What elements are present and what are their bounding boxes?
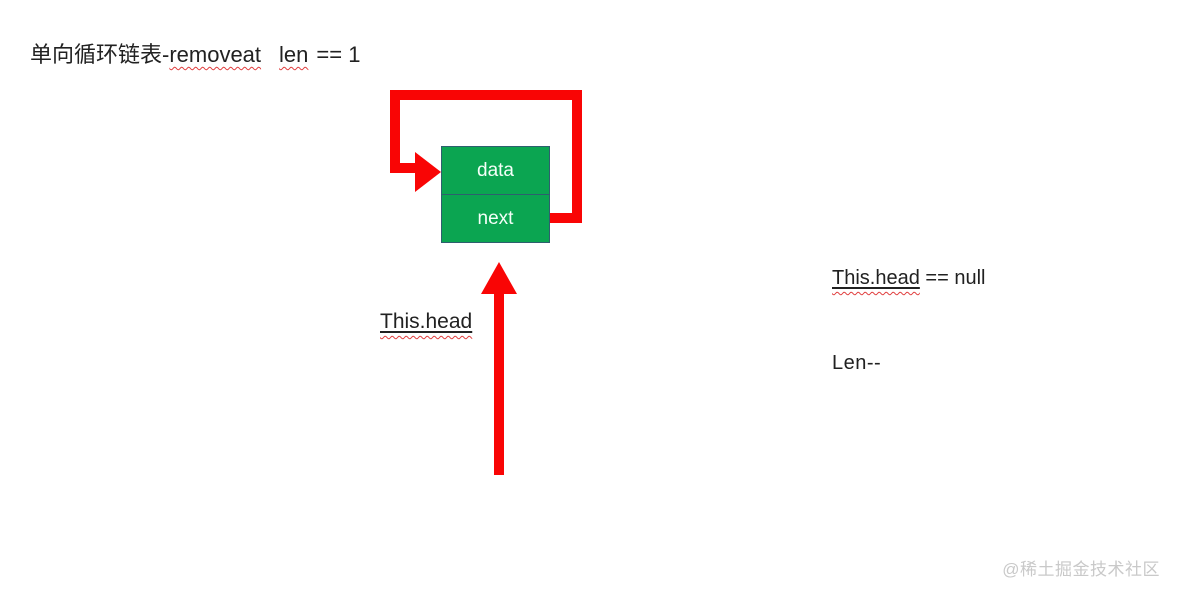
note-head-null: This.head == null: [832, 267, 985, 290]
node-next-cell: next: [442, 194, 549, 242]
title-prefix: 单向循环链表-: [30, 42, 170, 67]
title-len-word: len: [279, 42, 309, 67]
loop-segment-top: [390, 90, 582, 100]
head-pointer-label-text: This.head: [380, 310, 473, 333]
head-pointer-label: This.head: [380, 310, 472, 334]
head-pointer-arrow-shaft: [494, 291, 504, 475]
linked-list-node: data next: [441, 146, 550, 243]
diagram-title: 单向循环链表-removeat len == 1: [30, 37, 360, 69]
title-method-word: removeat: [169, 42, 262, 67]
loop-segment-left: [390, 90, 400, 173]
loop-arrowhead-icon: [415, 152, 441, 192]
note-len-decrement: Len--: [832, 352, 882, 374]
title-len-condition: == 1: [316, 42, 361, 67]
loop-segment-right: [572, 90, 582, 223]
loop-segment-from-next: [550, 213, 582, 223]
loop-segment-into-data: [390, 163, 417, 173]
watermark: @稀土掘金技术社区: [1002, 560, 1160, 579]
node-data-cell: data: [477, 159, 514, 181]
note-head-word: This.head: [832, 267, 920, 289]
head-pointer-arrowhead-icon: [481, 262, 517, 294]
note-head-rest: == null: [919, 267, 986, 289]
